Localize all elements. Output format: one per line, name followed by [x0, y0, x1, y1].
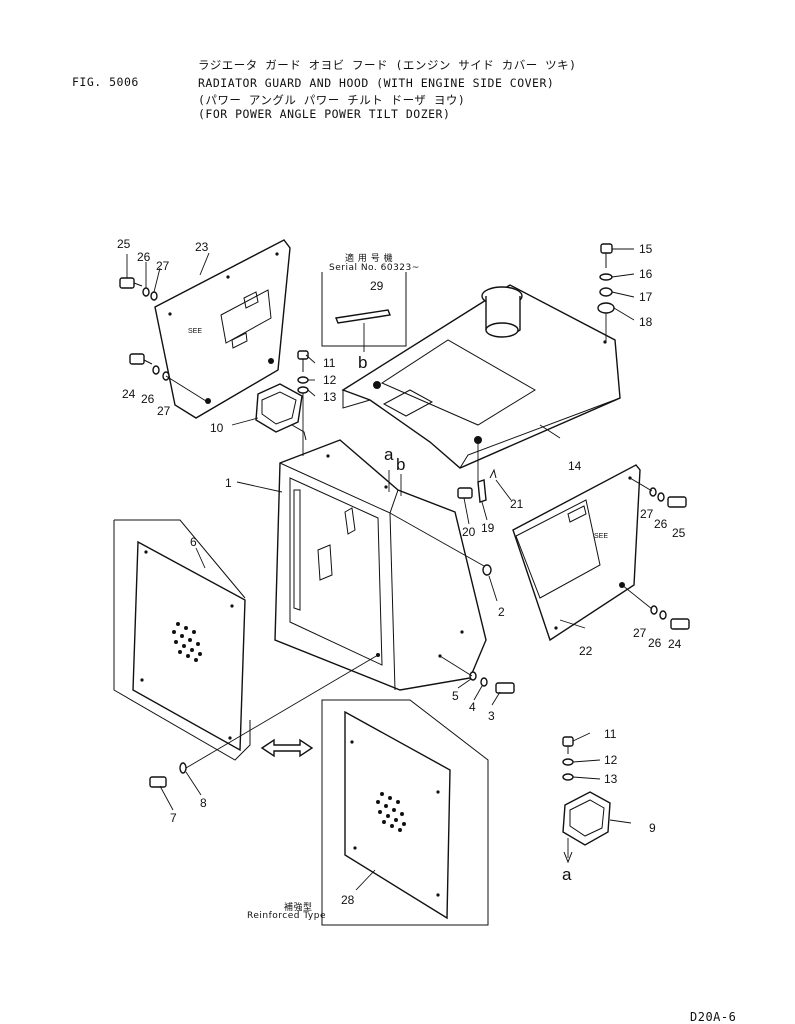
engine-side-cover-left: SEE [154, 239, 291, 419]
callout-24-right: 24 [668, 637, 682, 651]
connection-lines [165, 313, 653, 769]
radiator-guard-frame [274, 439, 487, 691]
callout-28: 28 [341, 893, 355, 907]
callout-29: 29 [370, 279, 384, 293]
bracket-10 [255, 383, 307, 441]
callout-1: 1 [225, 476, 232, 490]
ref-letter-b-serial: b [358, 353, 367, 372]
callout-23: 23 [195, 240, 209, 254]
callout-21: 21 [510, 497, 524, 511]
callout-leaders [126, 248, 635, 891]
callout-6: 6 [190, 535, 197, 549]
title-japanese: ラジエータ ガード オヨビ フード (エンジン サイド カバー ツキ) [198, 58, 577, 72]
hood [341, 284, 621, 469]
subtitle-japanese: (パワー アングル パワー チルト ドーザ ヨウ) [198, 93, 466, 107]
callout-12-lower: 12 [604, 753, 618, 767]
serial-number-box [321, 272, 407, 352]
ref-letter-a-top: a [384, 445, 394, 464]
callout-26-c: 26 [654, 517, 668, 531]
callout-26-b: 26 [141, 392, 155, 406]
callout-15: 15 [639, 242, 653, 256]
ref-letter-a-bottom: a [562, 865, 572, 884]
callout-27-c: 27 [640, 507, 654, 521]
callout-11-upper: 11 [323, 356, 336, 370]
callout-7: 7 [170, 811, 177, 825]
callout-3: 3 [488, 709, 495, 723]
svg-text:SEE: SEE [188, 328, 202, 335]
callout-27-a: 27 [156, 259, 170, 273]
callout-8: 8 [200, 796, 207, 810]
callout-17: 17 [639, 290, 653, 304]
reinforced-grille-panel [321, 699, 489, 926]
fasteners [119, 243, 690, 788]
engine-side-cover-right: SEE [512, 464, 641, 642]
reinforced-grille-holes [376, 792, 406, 832]
callout-27-b: 27 [157, 404, 171, 418]
callout-4: 4 [469, 700, 476, 714]
callout-13-upper: 13 [323, 390, 337, 404]
callout-25-right: 25 [672, 526, 686, 540]
callout-5: 5 [452, 689, 459, 703]
bracket-9 [562, 791, 611, 864]
callout-12-upper: 12 [323, 373, 337, 387]
callout-24-left: 24 [122, 387, 136, 401]
serial-label-english: Serial No. 60323~ [329, 263, 420, 273]
callout-2: 2 [498, 605, 505, 619]
callout-10: 10 [210, 421, 224, 435]
subtitle-english: (FOR POWER ANGLE POWER TILT DOZER) [198, 107, 451, 121]
callout-numbers: 1 2 3 4 5 6 7 8 9 10 11 11 12 12 13 13 1… [117, 237, 686, 907]
page-code: D20A-6 [690, 1010, 737, 1024]
callout-19: 19 [481, 521, 495, 535]
grille-panel [113, 519, 251, 761]
reinforced-label-english: Reinforced Type [247, 911, 326, 921]
callout-18: 18 [639, 315, 653, 329]
reference-letters: a b b a [358, 353, 572, 884]
callout-16: 16 [639, 267, 653, 281]
callout-9: 9 [649, 821, 656, 835]
figure-label: FIG. 5006 [72, 75, 139, 89]
callout-26-a: 26 [137, 250, 151, 264]
interchangeable-arrow [260, 738, 314, 758]
callout-22: 22 [579, 644, 593, 658]
callout-11-lower: 11 [604, 727, 617, 741]
callout-26-d: 26 [648, 636, 662, 650]
callout-20: 20 [462, 525, 476, 539]
callout-13-lower: 13 [604, 772, 618, 786]
title-english: RADIATOR GUARD AND HOOD (WITH ENGINE SID… [198, 76, 555, 90]
serial-label-japanese: 適 用 号 機 [345, 254, 394, 264]
callout-27-d: 27 [633, 626, 647, 640]
ref-letter-b-top: b [396, 455, 405, 474]
grille-holes [172, 622, 202, 662]
callout-25-left: 25 [117, 237, 131, 251]
svg-text:SEE: SEE [594, 533, 608, 540]
callout-14: 14 [568, 459, 582, 473]
reinforced-label-japanese: 補強型 [284, 903, 313, 913]
